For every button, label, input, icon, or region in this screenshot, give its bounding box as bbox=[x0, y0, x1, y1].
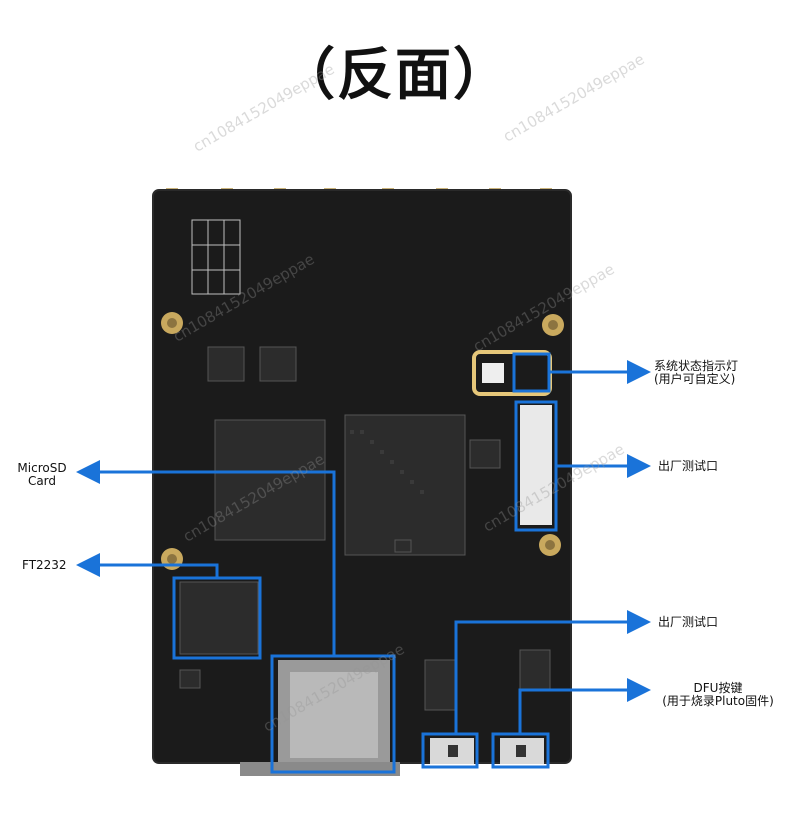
factory-test-2-box bbox=[421, 732, 479, 769]
microsd-label-line1: MicroSD bbox=[17, 461, 67, 475]
dfu-label: DFU按键 (用于烧录Pluto固件) bbox=[648, 682, 788, 708]
status-led-label: 系统状态指示灯 (用户可自定义) bbox=[654, 360, 784, 386]
boot-mode-table bbox=[191, 219, 241, 295]
chips bbox=[179, 346, 551, 711]
ft2232-label: FT2232 bbox=[22, 558, 67, 572]
factory-test-1-label: 出厂测试口 bbox=[658, 459, 719, 473]
annotation-lines bbox=[76, 360, 651, 734]
page-title: （反面） bbox=[279, 43, 511, 108]
fpga-dots bbox=[350, 430, 424, 494]
status-led-label-main: 系统状态指示灯 bbox=[654, 359, 739, 373]
factory-test-2-label: 出厂测试口 bbox=[658, 615, 719, 629]
mounting-holes bbox=[161, 312, 564, 570]
microsd-label: MicroSD Card bbox=[10, 462, 74, 488]
dfu-label-main: DFU按键 bbox=[693, 681, 743, 695]
dfu-label-sub: (用于烧录Pluto固件) bbox=[662, 694, 774, 708]
microsd-label-line2: Card bbox=[27, 474, 57, 488]
status-led-label-sub: (用户可自定义) bbox=[654, 372, 736, 386]
